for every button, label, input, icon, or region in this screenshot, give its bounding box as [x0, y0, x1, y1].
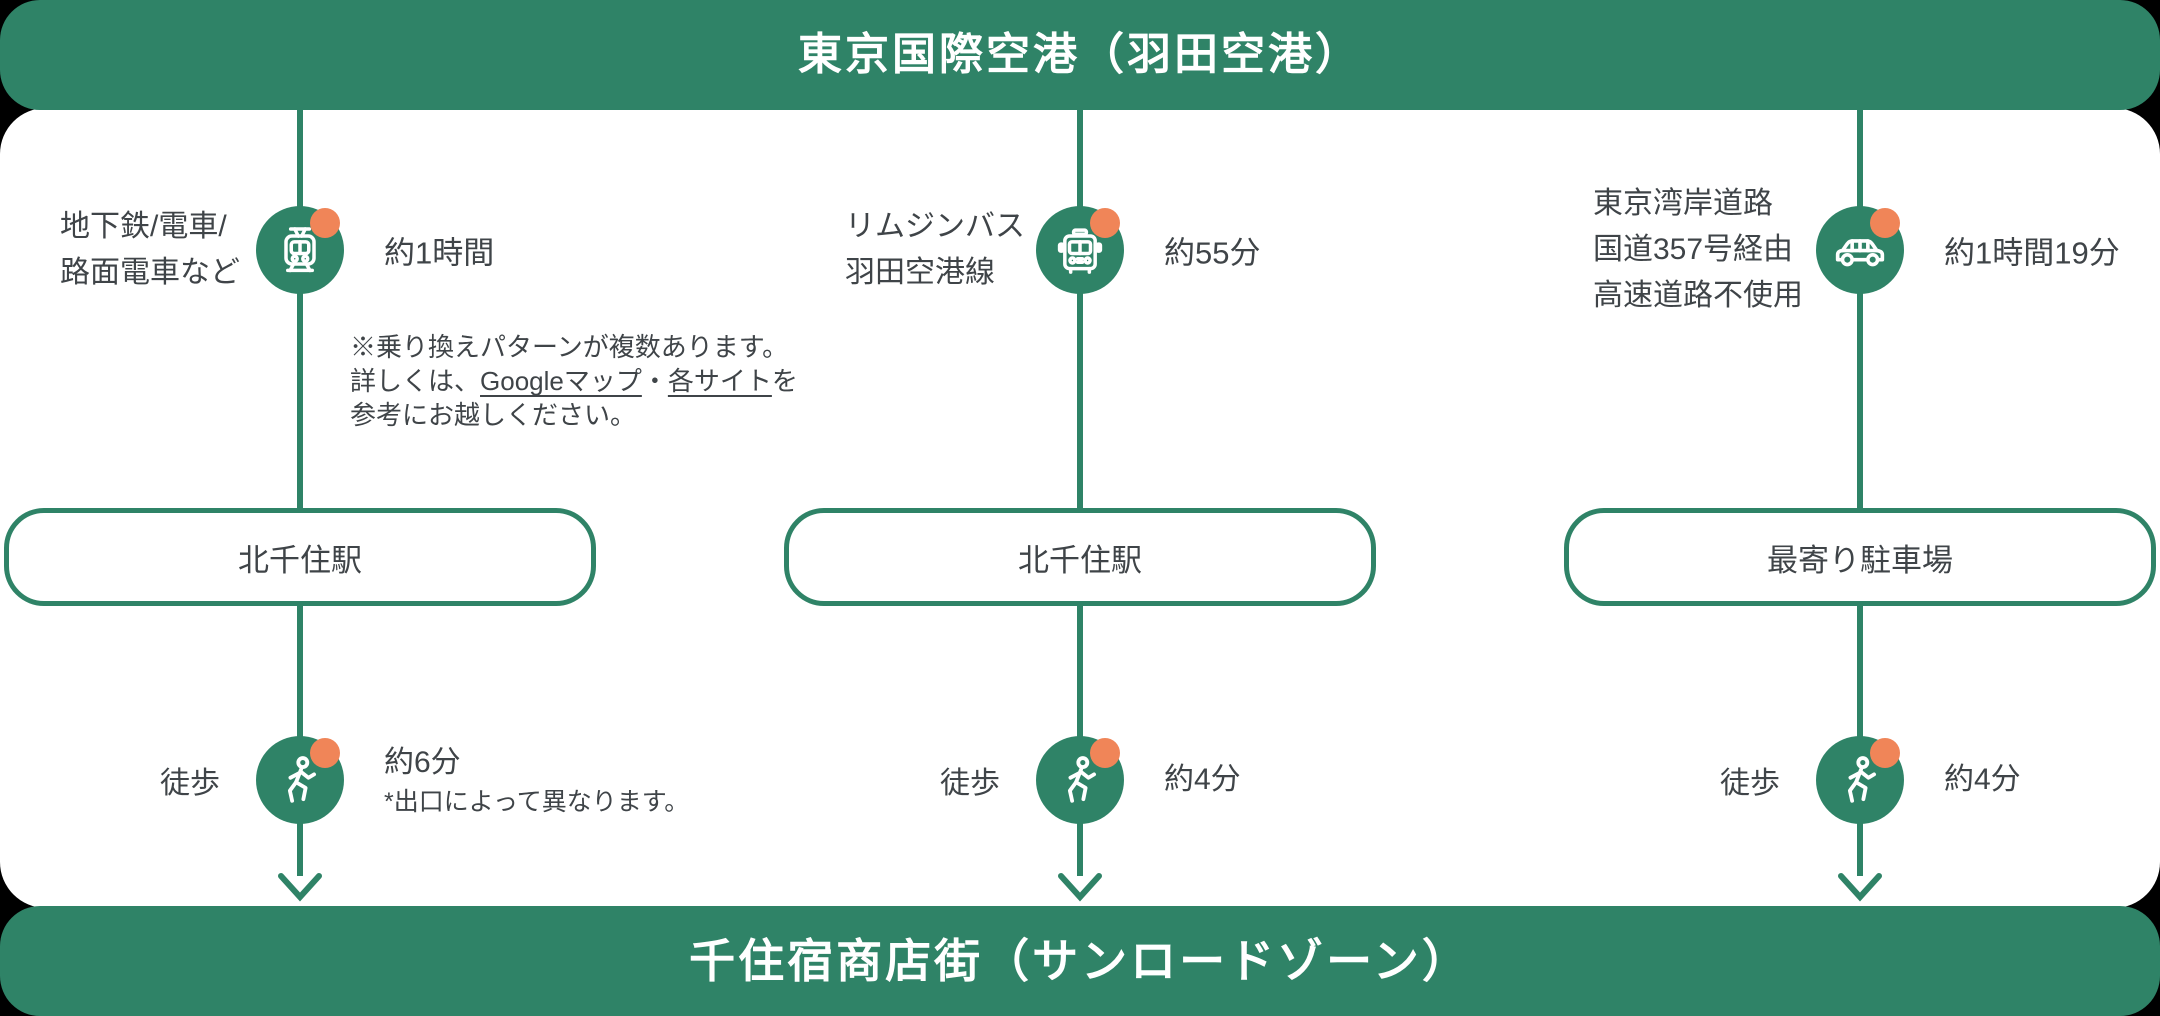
walk-icon-circle [1036, 736, 1124, 824]
train-icon [284, 227, 316, 273]
walk-duration: 約6分 [384, 746, 461, 779]
walk-duration: 約4分 [1164, 763, 1241, 796]
orange-dot-badge [1870, 208, 1900, 238]
walk-exit-note: *出口によって異なります。 [384, 788, 690, 816]
walk-icon-circle [1816, 736, 1904, 824]
arrow-down-icon [278, 873, 322, 902]
mode-line: 東京湾岸道路 [1593, 187, 1773, 220]
mode-line: 高速道路不使用 [1593, 279, 1803, 312]
destination-banner: 千住宿商店街（サンロードゾーン） [0, 906, 2160, 1016]
walk-duration: 約4分 [1944, 763, 2021, 796]
origin-banner: 東京国際空港（羽田空港） [0, 0, 2160, 110]
orange-dot-badge [310, 208, 340, 238]
note-line: 参考にお越しください。 [350, 400, 637, 430]
walk-info: 約6分 *出口によって異なります。 [384, 744, 689, 818]
mode-line: 羽田空港線 [845, 256, 995, 289]
mode-line: 地下鉄/電車/ [60, 210, 227, 243]
note-text: 詳しくは、 [350, 366, 481, 396]
walk-label: 徒歩 [160, 767, 220, 800]
orange-dot-badge [1090, 738, 1120, 768]
note-text: を [771, 366, 798, 396]
orange-dot-badge [310, 738, 340, 768]
waypoint-box-kitasenju: 北千住駅 [4, 508, 596, 606]
google-maps-link[interactable]: Googleマップ [480, 366, 642, 396]
route-line [1857, 110, 1863, 876]
route-line [1077, 110, 1083, 876]
other-sites-link[interactable]: 各サイト [667, 366, 772, 396]
orange-dot-badge [1090, 208, 1120, 238]
mode-label-bus: リムジンバス 羽田空港線 [845, 204, 1025, 296]
mode-line: 路面電車など [60, 256, 240, 289]
mode-line: リムジンバス [845, 210, 1025, 243]
mode-label-car: 東京湾岸道路 国道357号経由 高速道路不使用 [1593, 181, 1803, 319]
car-icon [1835, 239, 1885, 267]
waypoint-box-parking: 最寄り駐車場 [1564, 508, 2156, 606]
origin-title: 東京国際空港（羽田空港） [798, 30, 1362, 79]
walking-person-icon [287, 756, 316, 803]
walk-info: 約4分 [1944, 761, 2021, 799]
orange-dot-badge [1870, 738, 1900, 768]
walking-person-icon [1067, 756, 1096, 803]
duration-label: 約1時間 [384, 235, 495, 271]
note-line: ※乗り換えパターンが複数あります。 [350, 332, 789, 362]
walking-person-icon [1847, 756, 1876, 803]
car-icon-circle [1816, 206, 1904, 294]
bus-icon-circle [1036, 206, 1124, 294]
waypoint-box-kitasenju: 北千住駅 [784, 508, 1376, 606]
bus-icon [1057, 228, 1103, 274]
mode-label-train: 地下鉄/電車/ 路面電車など [60, 204, 240, 296]
mode-line: 国道357号経由 [1593, 233, 1794, 266]
duration-label: 約1時間19分 [1944, 235, 2120, 271]
arrow-down-icon [1058, 873, 1102, 902]
note-line: 詳しくは、Googleマップ・各サイトを [350, 364, 798, 398]
transfer-note: ※乗り換えパターンが複数あります。 詳しくは、Googleマップ・各サイトを 参… [350, 330, 798, 432]
duration-label: 約55分 [1164, 235, 1261, 271]
walk-label: 徒歩 [940, 767, 1000, 800]
train-icon-circle [256, 206, 344, 294]
walk-info: 約4分 [1164, 761, 1241, 799]
route-line [297, 110, 303, 876]
walk-icon-circle [256, 736, 344, 824]
arrow-down-icon [1838, 873, 1882, 902]
destination-title: 千住宿商店街（サンロードゾーン） [689, 935, 1471, 987]
walk-label: 徒歩 [1720, 767, 1780, 800]
note-text: ・ [641, 366, 668, 396]
